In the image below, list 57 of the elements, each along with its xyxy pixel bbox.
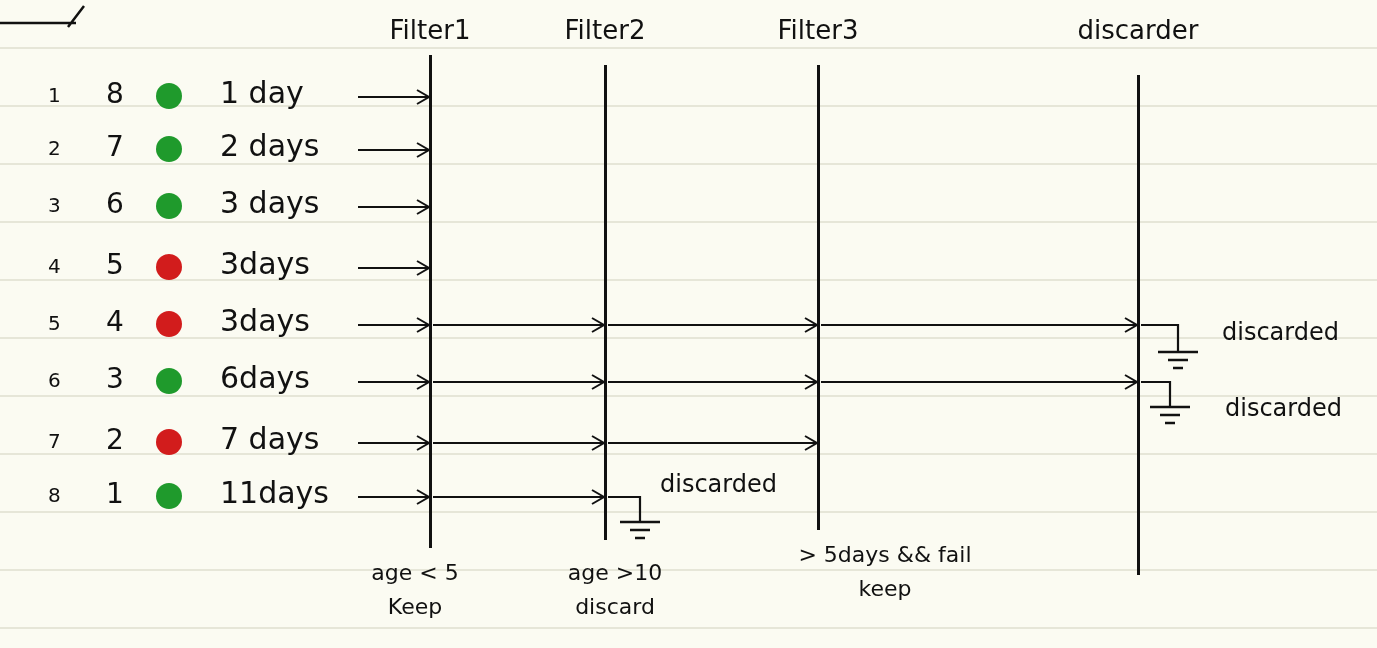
row-number: 2 (48, 136, 61, 160)
arrow (608, 317, 818, 333)
row-number: 1 (48, 83, 61, 107)
ground-symbol (1148, 405, 1192, 427)
arrow (821, 317, 1138, 333)
arrow (358, 489, 430, 505)
arrow (608, 435, 818, 451)
connector-line (1141, 323, 1180, 351)
arrow (358, 435, 430, 451)
discarded-label: discarded (1225, 394, 1342, 422)
age-text: 3 days (220, 185, 320, 220)
age-text: 7 days (220, 421, 320, 456)
filter-rule: age >10 discard (566, 559, 664, 621)
age-text: 3days (220, 246, 310, 281)
connector-line (608, 495, 642, 521)
row-number: 3 (48, 193, 61, 217)
item-value: 1 (106, 477, 124, 510)
filter-heading: discarder (1076, 15, 1200, 45)
item-value: 5 (106, 248, 124, 281)
filter-heading: Filter2 (563, 15, 647, 45)
arrow (358, 260, 430, 276)
arrow (433, 374, 605, 390)
filter-heading: Filter1 (388, 15, 472, 45)
age-text: 11days (220, 475, 329, 510)
item-value: 4 (106, 305, 124, 338)
item-value: 7 (106, 130, 124, 163)
arrow (358, 142, 430, 158)
connector-line (1141, 380, 1172, 406)
row-number: 7 (48, 429, 61, 453)
item-value: 3 (106, 362, 124, 395)
arrow (358, 199, 430, 215)
filter-rule: > 5days && fail keep (797, 541, 973, 603)
ground-symbol (618, 520, 662, 542)
item-value: 8 (106, 77, 124, 110)
discarded-label: discarded (1222, 318, 1339, 346)
filter-rule: age < 5 Keep (370, 559, 460, 621)
ground-symbol (1156, 350, 1200, 372)
arrow (821, 374, 1138, 390)
item-value: 6 (106, 187, 124, 220)
arrow (433, 489, 605, 505)
filter-heading: Filter3 (776, 15, 860, 45)
arrow (433, 317, 605, 333)
row-number: 8 (48, 483, 61, 507)
arrow (358, 89, 430, 105)
item-value: 2 (106, 423, 124, 456)
row-number: 6 (48, 368, 61, 392)
age-text: 3days (220, 303, 310, 338)
arrow (358, 317, 430, 333)
arrow (433, 435, 605, 451)
age-text: 2 days (220, 128, 320, 163)
arrow (358, 374, 430, 390)
arrow (608, 374, 818, 390)
age-text: 6days (220, 360, 310, 395)
age-text: 1 day (220, 75, 304, 110)
discarded-label: discarded (660, 470, 777, 498)
row-number: 4 (48, 254, 61, 278)
row-number: 5 (48, 311, 61, 335)
